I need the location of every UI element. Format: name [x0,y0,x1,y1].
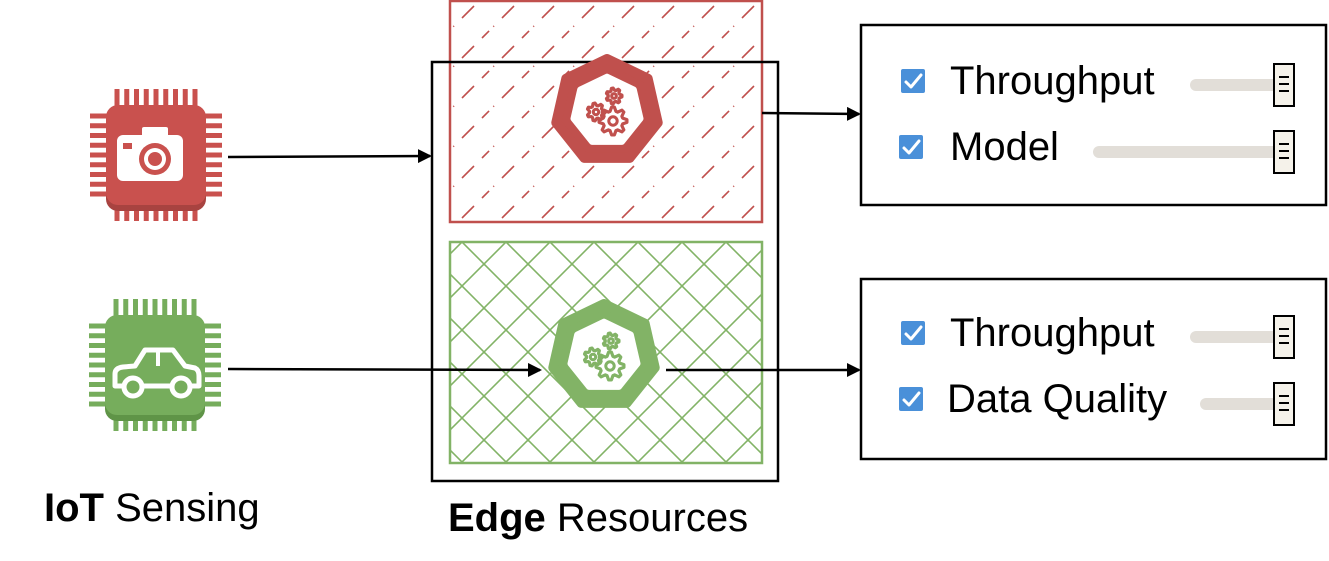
metric-label-throughput: Throughput [950,311,1155,355]
iot-car-chip [89,299,221,431]
metric-slider[interactable] [1200,382,1295,426]
metric-label-throughput: Throughput [950,59,1155,103]
edge-resources-caption: Edge Resources [448,496,749,540]
slider-thumb[interactable] [1273,382,1295,426]
car-icon [112,347,202,399]
metric-label-data-quality: Data Quality [947,377,1168,421]
metric-checkbox[interactable] [899,135,923,159]
metric-checkbox[interactable] [899,387,923,411]
arrow-red-to-panel [761,106,861,121]
slider-track [1093,146,1288,158]
metric-slider[interactable] [1093,130,1295,174]
metric-checkbox[interactable] [901,69,925,93]
red-workload-box [448,0,764,224]
iot-sensing-caption: IoT Sensing [44,486,260,530]
kubernetes-gears-icon [551,54,663,163]
metric-slider[interactable] [1190,315,1295,359]
metrics-panel-2 [859,277,1328,461]
arrow-car-to-workload [227,362,542,377]
arrow-camera-to-edge [227,149,432,164]
kubernetes-gears-icon [548,299,660,408]
slider-thumb[interactable] [1273,130,1295,174]
iot-camera-chip [90,89,222,221]
metric-checkbox[interactable] [901,321,925,345]
slider-track [1190,79,1288,91]
metric-slider[interactable] [1190,63,1295,107]
metric-label-model: Model [950,125,1059,169]
slider-track [1190,331,1288,343]
metrics-panel-1 [859,23,1328,207]
slider-thumb[interactable] [1273,315,1295,359]
slider-thumb[interactable] [1273,63,1295,107]
slider-track [1200,398,1288,410]
camera-icon [117,127,183,181]
